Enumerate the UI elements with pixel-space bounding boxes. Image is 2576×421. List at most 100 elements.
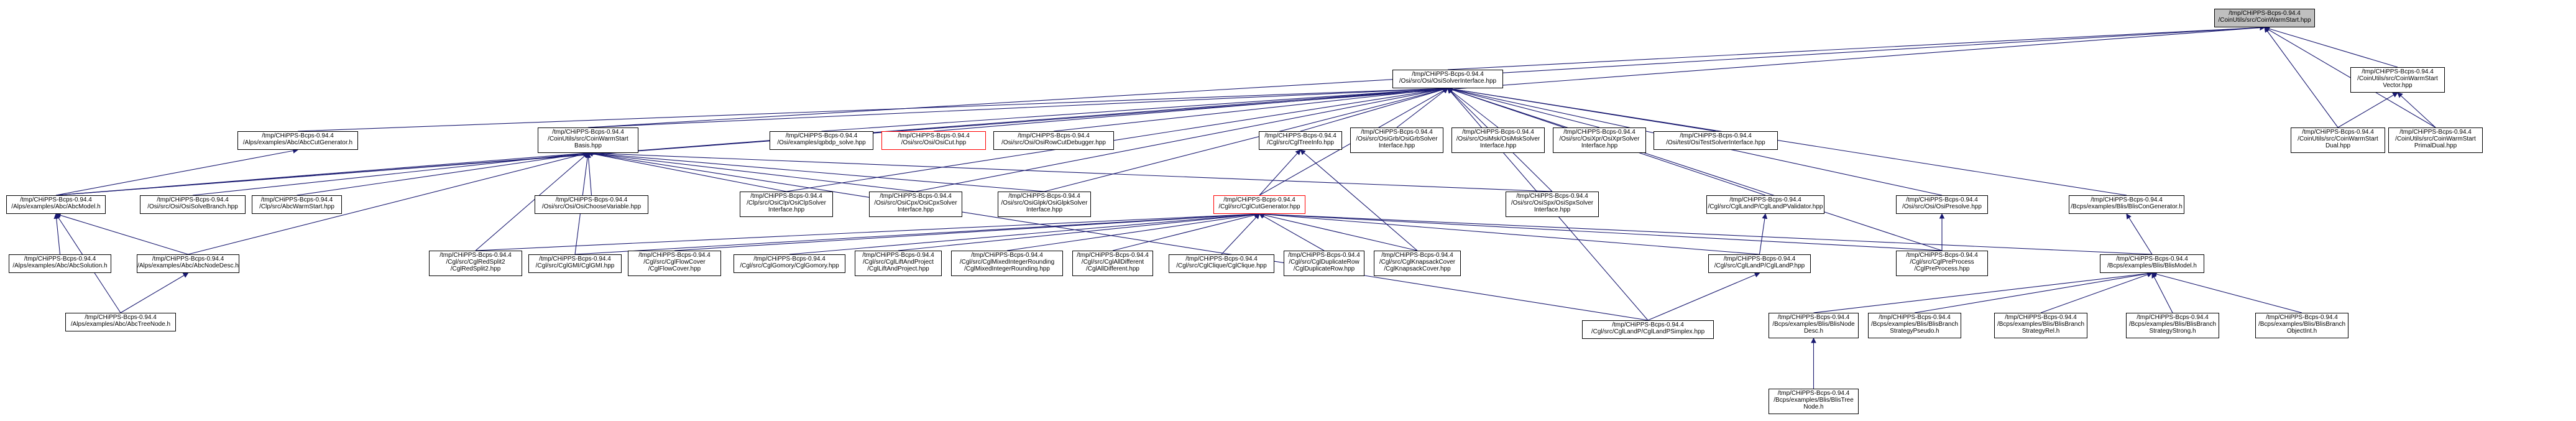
edge-ws-basis-to-abc-nodedesc <box>188 151 589 255</box>
node-ws-vector[interactable]: /tmp/CHiPPS-Bcps-0.94.4 /CoinUtils/src/C… <box>2350 67 2445 93</box>
edge-ws-basis-to-landp-simplex <box>587 150 1649 321</box>
node-cgl-redsplit2[interactable]: /tmp/CHiPPS-Bcps-0.94.4 /Cgl/src/CglRedS… <box>429 251 522 276</box>
edge-osi-si-to-osi-grb <box>1396 88 1448 128</box>
node-abc-nodedesc[interactable]: /tmp/CHiPPS-Bcps-0.94.4 /Alps/examples/A… <box>137 254 239 273</box>
node-abc-cutgen[interactable]: /tmp/CHiPPS-Bcps-0.94.4 /Alps/examples/A… <box>237 131 358 150</box>
node-blis-congen[interactable]: /tmp/CHiPPS-Bcps-0.94.4 /Bcps/examples/B… <box>2069 195 2184 214</box>
node-osi-grb[interactable]: /tmp/CHiPPS-Bcps-0.94.4 /Osi/src/OsiGrb/… <box>1350 127 1443 153</box>
node-cgl-landp[interactable]: /tmp/CHiPPS-Bcps-0.94.4 /Cgl/src/CglLand… <box>1708 254 1811 273</box>
node-osi-spx[interactable]: /tmp/CHiPPS-Bcps-0.94.4 /Osi/src/OsiSpx/… <box>1506 192 1599 217</box>
node-cgl-gomory[interactable]: /tmp/CHiPPS-Bcps-0.94.4 /Cgl/src/CglGomo… <box>734 254 845 273</box>
edge-osi-si-to-blis-congen <box>1447 86 2127 196</box>
edge-ws-basis-to-choosevar <box>586 152 592 196</box>
node-cgl-knapsack[interactable]: /tmp/CHiPPS-Bcps-0.94.4 /Cgl/src/CglKnap… <box>1374 251 1461 276</box>
node-blis-model[interactable]: /tmp/CHiPPS-Bcps-0.94.4 /Bcps/examples/B… <box>2100 254 2204 273</box>
edge-landp-validator-to-cgl-landp <box>1759 213 1768 255</box>
edge-cgl-treeinfo-to-cgl-knapsack <box>1300 149 1418 251</box>
edge-abc-nodedesc-to-abc-treenode <box>120 272 189 313</box>
edge-cgl-cutgen-to-cgl-redsplit2 <box>475 211 1261 251</box>
edge-ws-basis-to-abc-ws <box>297 150 589 196</box>
edge-cgl-cutgen-to-cgl-preprocess <box>1258 211 1943 251</box>
edge-abc-model-to-abc-nodedesc <box>55 213 188 255</box>
node-abc-model[interactable]: /tmp/CHiPPS-Bcps-0.94.4 /Alps/examples/A… <box>6 195 106 214</box>
edge-osi-si-to-osi-xpr <box>1447 86 1600 128</box>
edge-osi-si-to-osi-cpx <box>915 86 1449 192</box>
edge-osi-si-to-ws-basis <box>587 85 1449 128</box>
node-rowcut-dbg[interactable]: /tmp/CHiPPS-Bcps-0.94.4 /Osi/src/Osi/Osi… <box>993 131 1114 150</box>
edge-blis-model-to-blis-rel <box>2040 272 2153 313</box>
node-cgl-treeinfo[interactable]: /tmp/CHiPPS-Bcps-0.94.4 /Cgl/src/CglTree… <box>1259 131 1342 150</box>
node-osi-clp[interactable]: /tmp/CHiPPS-Bcps-0.94.4 /Clp/src/OsiClp/… <box>740 192 833 217</box>
edge-osi-si-to-abc-model <box>55 86 1449 196</box>
edge-blis-model-to-blis-objint <box>2151 271 2302 313</box>
node-root: /tmp/CHiPPS-Bcps-0.94.4 /CoinUtils/src/C… <box>2214 9 2315 27</box>
node-osi-presolve[interactable]: /tmp/CHiPPS-Bcps-0.94.4 /Osi/src/Osi/Osi… <box>1896 195 1988 214</box>
edge-cgl-treeinfo-to-cgl-cutgen <box>1259 149 1301 196</box>
edge-cgl-cutgen-to-blis-model <box>1258 211 2153 255</box>
node-blis-pseudo[interactable]: /tmp/CHiPPS-Bcps-0.94.4 /Bcps/examples/B… <box>1868 313 1961 338</box>
node-blis-nodedesc[interactable]: /tmp/CHiPPS-Bcps-0.94.4 /Bcps/examples/B… <box>1769 313 1859 338</box>
edge-blis-congen-to-blis-model <box>2126 213 2153 255</box>
edge-osi-si-to-osicut <box>933 86 1449 132</box>
node-blis-treenode[interactable]: /tmp/CHiPPS-Bcps-0.94.4 /Bcps/examples/B… <box>1769 389 1859 414</box>
node-osi-xpr[interactable]: /tmp/CHiPPS-Bcps-0.94.4 /Osi/src/OsiXpr/… <box>1553 127 1646 153</box>
edge-root-to-ws-primaldual <box>2264 27 2436 128</box>
node-blis-objint[interactable]: /tmp/CHiPPS-Bcps-0.94.4 /Bcps/examples/B… <box>2255 313 2348 338</box>
node-abc-treenode[interactable]: /tmp/CHiPPS-Bcps-0.94.4 /Alps/examples/A… <box>65 313 176 331</box>
node-cgl-clique[interactable]: /tmp/CHiPPS-Bcps-0.94.4 /Cgl/src/CglCliq… <box>1169 254 1274 273</box>
edge-cgl-cutgen-to-cgl-knapsack <box>1258 212 1418 251</box>
node-blis-strong[interactable]: /tmp/CHiPPS-Bcps-0.94.4 /Bcps/examples/B… <box>2126 313 2219 338</box>
node-cgl-cutgen[interactable]: /tmp/CHiPPS-Bcps-0.94.4 /Cgl/src/CglCutG… <box>1213 195 1305 214</box>
node-ws-primaldual[interactable]: /tmp/CHiPPS-Bcps-0.94.4 /CoinUtils/src/C… <box>2388 127 2483 153</box>
edge-osi-si-to-abc-cutgen <box>297 85 1449 132</box>
node-solvebranch[interactable]: /tmp/CHiPPS-Bcps-0.94.4 /Osi/src/Osi/Osi… <box>140 195 246 214</box>
node-cgl-mir[interactable]: /tmp/CHiPPS-Bcps-0.94.4 /Cgl/src/CglMixe… <box>951 251 1063 276</box>
node-choosevar[interactable]: /tmp/CHiPPS-Bcps-0.94.4 /Osi/src/Osi/Osi… <box>535 195 648 214</box>
node-cgl-liftandproject[interactable]: /tmp/CHiPPS-Bcps-0.94.4 /Cgl/src/CglLift… <box>855 251 942 276</box>
node-cgl-duprow[interactable]: /tmp/CHiPPS-Bcps-0.94.4 /Cgl/src/CglDupl… <box>1284 251 1364 276</box>
node-osi-si[interactable]: /tmp/CHiPPS-Bcps-0.94.4 /Osi/src/Osi/Osi… <box>1392 70 1503 88</box>
edge-blis-model-to-blis-strong <box>2151 272 2173 313</box>
node-landp-validator[interactable]: /tmp/CHiPPS-Bcps-0.94.4 /Cgl/src/CglLand… <box>1706 195 1824 214</box>
node-osi-cpx[interactable]: /tmp/CHiPPS-Bcps-0.94.4 /Osi/src/OsiCpx/… <box>869 192 962 217</box>
edge-ws-vector-to-ws-primaldual <box>2397 92 2436 128</box>
node-blis-rel[interactable]: /tmp/CHiPPS-Bcps-0.94.4 /Bcps/examples/B… <box>1994 313 2087 338</box>
edge-cgl-cutgen-to-cgl-duprow <box>1259 213 1325 251</box>
edge-cgl-cutgen-to-cgl-flowcover <box>674 211 1261 251</box>
edge-root-to-ws-dual <box>2264 27 2339 128</box>
edge-osi-si-to-cgl-preprocess <box>1447 87 1943 251</box>
edge-osi-si-to-qpbdp <box>821 86 1449 132</box>
edge-blis-model-to-blis-nodedesc <box>1813 271 2153 313</box>
node-abc-solution[interactable]: /tmp/CHiPPS-Bcps-0.94.4 /Alps/examples/A… <box>9 254 111 273</box>
node-osi-msk[interactable]: /tmp/CHiPPS-Bcps-0.94.4 /Osi/src/OsiMsk/… <box>1451 127 1545 153</box>
edge-root-to-ws-vector <box>2263 25 2398 68</box>
edge-ws-basis-to-solvebranch <box>192 150 589 196</box>
edge-blis-model-to-blis-pseudo <box>1914 271 2153 313</box>
edge-cgl-cutgen-to-cgl-gmi <box>574 211 1261 255</box>
node-cgl-alldiff[interactable]: /tmp/CHiPPS-Bcps-0.94.4 /Cgl/src/CglAllD… <box>1072 251 1153 276</box>
node-abc-ws[interactable]: /tmp/CHiPPS-Bcps-0.94.4 /Clp/src/AbcWarm… <box>252 195 342 214</box>
node-osicut[interactable]: /tmp/CHiPPS-Bcps-0.94.4 /Osi/src/Osi/Osi… <box>881 131 986 150</box>
node-ws-basis[interactable]: /tmp/CHiPPS-Bcps-0.94.4 /CoinUtils/src/C… <box>538 127 638 153</box>
node-cgl-flowcover[interactable]: /tmp/CHiPPS-Bcps-0.94.4 /Cgl/src/CglFlow… <box>628 251 721 276</box>
edge-cgl-cutgen-to-cgl-clique <box>1221 213 1260 255</box>
node-cgl-preprocess[interactable]: /tmp/CHiPPS-Bcps-0.94.4 /Cgl/src/CglPreP… <box>1896 251 1988 276</box>
node-cgl-gmi[interactable]: /tmp/CHiPPS-Bcps-0.94.4 /Cgl/src/CglGMI/… <box>528 254 622 273</box>
node-ws-dual[interactable]: /tmp/CHiPPS-Bcps-0.94.4 /CoinUtils/src/C… <box>2291 127 2385 153</box>
node-qpbdp[interactable]: /tmp/CHiPPS-Bcps-0.94.4 /Osi/examples/qp… <box>770 131 873 150</box>
edge-cgl-cutgen-to-cgl-mir <box>1006 211 1261 251</box>
edge-osi-si-to-osi-msk <box>1447 88 1499 128</box>
edge-ws-basis-to-abc-model <box>55 150 589 196</box>
edge-ws-basis-to-osi-spx <box>587 150 1553 192</box>
edge-abc-cutgen-to-abc-model <box>55 148 299 196</box>
edge-osi-si-to-osi-glpk <box>1044 86 1449 192</box>
node-osi-test[interactable]: /tmp/CHiPPS-Bcps-0.94.4 /Osi/test/OsiTes… <box>1654 131 1778 150</box>
edge-root-to-osi-si <box>1447 25 2266 70</box>
node-osi-glpk[interactable]: /tmp/CHiPPS-Bcps-0.94.4 /Osi/src/OsiGlpk… <box>998 192 1091 217</box>
node-landp-simplex[interactable]: /tmp/CHiPPS-Bcps-0.94.4 /Cgl/src/CglLand… <box>1582 320 1714 339</box>
edge-ws-basis-to-osi-clp <box>587 151 787 192</box>
edge-ws-basis-to-osi-cpx <box>587 150 916 192</box>
edge-cgl-cutgen-to-cgl-gomory <box>789 211 1261 255</box>
